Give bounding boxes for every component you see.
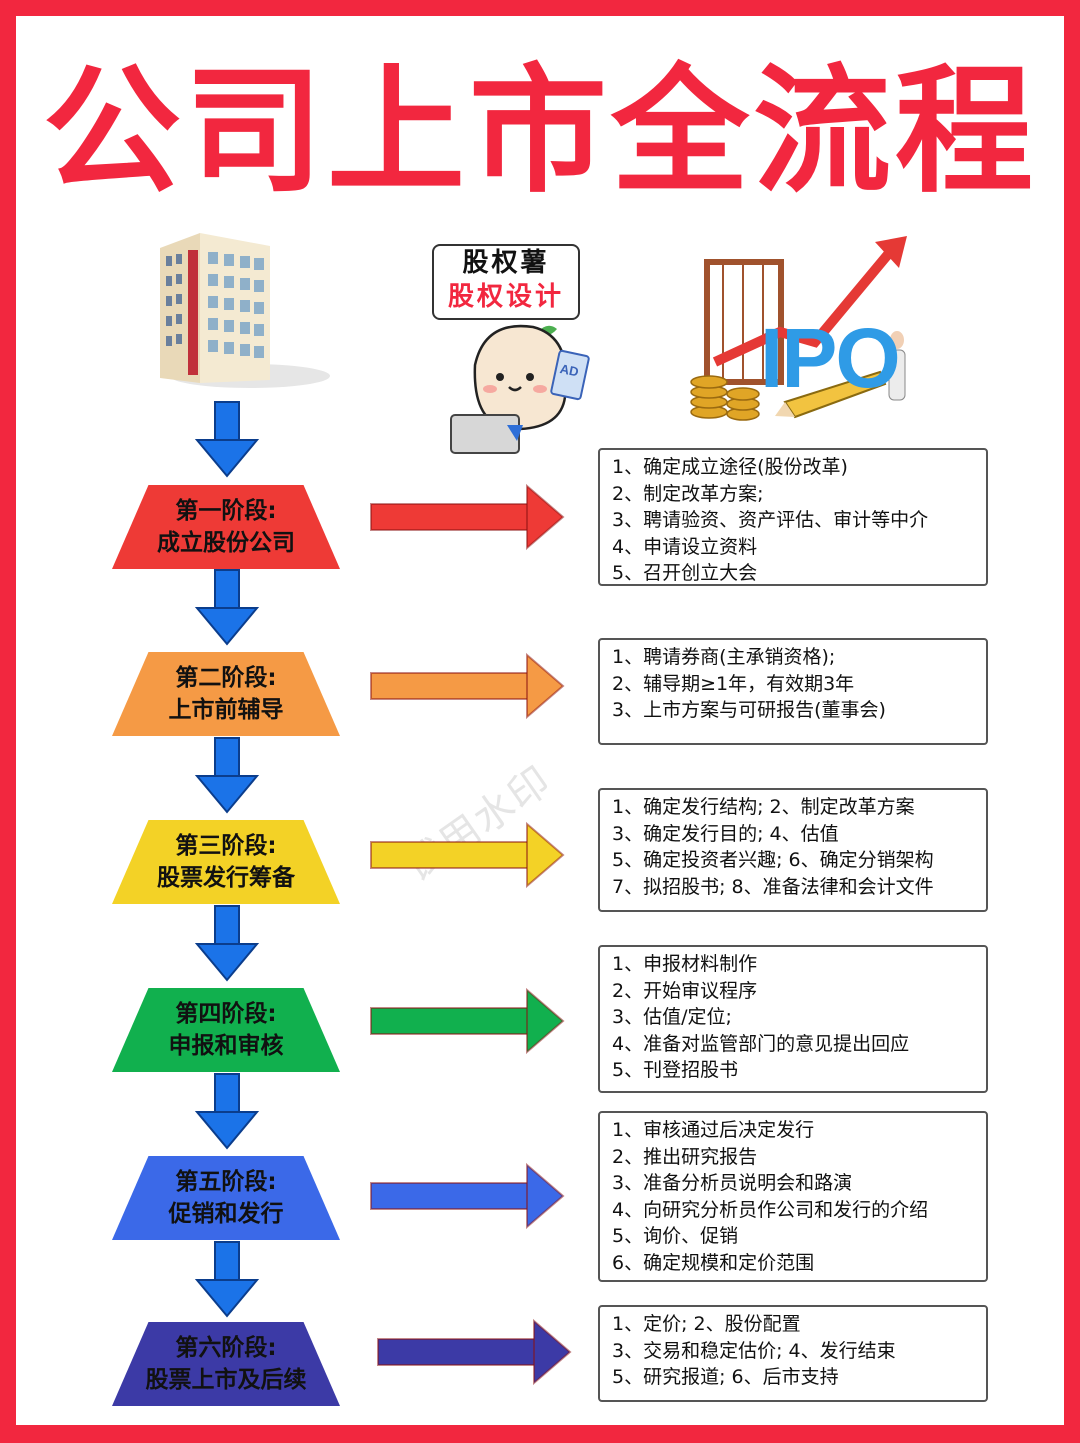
step-item: 3、上市方案与可研报告(董事会) <box>612 699 886 721</box>
ipo-label: IPO <box>760 311 901 405</box>
right-arrow-icon <box>369 820 565 894</box>
step-item: 4、申请设立资料 <box>612 535 758 558</box>
step-item: 6、确定规模和定价范围 <box>612 1251 815 1274</box>
brand-subtitle: 股权设计 <box>447 282 564 312</box>
stage-number: 第四阶段: <box>175 1001 277 1027</box>
stage-3-steps-box: 1、确定发行结构; 2、制定改革方案 3、确定发行目的; 4、估值 5、确定投资者兴… <box>598 788 988 912</box>
stage-4-label: 第四阶段: 申报和审核 <box>112 988 340 1072</box>
brand-label: 股权薯 股权设计 <box>432 244 580 320</box>
stage-number: 第二阶段: <box>175 665 277 691</box>
stage-number: 第一阶段: <box>175 498 277 524</box>
brand-name: 股权薯 <box>462 248 550 278</box>
down-arrow-icon <box>193 736 261 818</box>
right-arrow-icon <box>369 986 565 1060</box>
right-arrow-icon <box>369 1161 565 1235</box>
stage-name: 股票发行筹备 <box>157 865 295 891</box>
stage-6-label: 第六阶段: 股票上市及后续 <box>112 1322 340 1406</box>
step-item: 1、审核通过后决定发行 <box>612 1119 815 1141</box>
step-item: 5、询价、促销 <box>612 1225 739 1247</box>
right-arrow-icon <box>376 1317 572 1391</box>
step-item: 1、定价; 2、股份配置 <box>612 1313 801 1335</box>
stage-name: 申报和审核 <box>168 1033 284 1059</box>
stage-name: 上市前辅导 <box>168 697 284 723</box>
stage-5-label: 第五阶段: 促销和发行 <box>112 1156 340 1240</box>
page-title: 公司上市全流程 <box>42 51 1037 212</box>
step-item: 3、聘请验资、资产评估、审计等中介 <box>612 509 929 531</box>
stage-name: 股票上市及后续 <box>145 1367 307 1393</box>
stage-6-steps-box: 1、定价; 2、股份配置 3、交易和稳定估价; 4、发行结束 5、研究报道; 6、后… <box>598 1305 988 1402</box>
down-arrow-icon <box>193 568 261 650</box>
step-item: 3、准备分析员说明会和路演 <box>612 1172 853 1194</box>
step-item: 1、确定成立途径(股份改革) <box>612 456 848 478</box>
step-item: 2、制定改革方案; <box>612 482 764 505</box>
down-arrow-icon <box>193 400 261 482</box>
down-arrow-icon <box>193 1072 261 1154</box>
step-item: 1、申报材料制作 <box>612 953 758 975</box>
step-item: 5、确定投资者兴趣; 6、确定分销架构 <box>612 849 934 871</box>
right-arrow-icon <box>369 651 565 725</box>
step-item: 7、拟招股书; 8、准备法律和会计文件 <box>612 875 934 898</box>
step-item: 5、刊登招股书 <box>612 1059 739 1081</box>
step-item: 3、交易和稳定估价; 4、发行结束 <box>612 1339 896 1362</box>
step-item: 4、准备对监管部门的意见提出回应 <box>612 1032 910 1055</box>
step-item: 1、聘请券商(主承销资格); <box>612 646 836 668</box>
down-arrow-icon <box>193 1240 261 1322</box>
stage-3-label: 第三阶段: 股票发行筹备 <box>112 820 340 904</box>
ad-badge-text: AD <box>559 361 580 380</box>
stage-5-steps-box: 1、审核通过后决定发行 2、推出研究报告 3、准备分析员说明会和路演 4、向研究分析员… <box>598 1111 988 1282</box>
stage-number: 第六阶段: <box>175 1335 277 1361</box>
step-item: 2、开始审议程序 <box>612 979 758 1002</box>
step-item: 1、确定发行结构; 2、制定改革方案 <box>612 796 915 818</box>
step-item: 5、召开创立大会 <box>612 562 758 584</box>
office-building-illustration <box>160 233 330 388</box>
stage-name: 促销和发行 <box>168 1201 284 1227</box>
stage-number: 第五阶段: <box>175 1169 277 1195</box>
step-item: 2、辅导期≥1年，有效期3年 <box>612 672 855 695</box>
stage-2-steps-box: 1、聘请券商(主承销资格); 2、辅导期≥1年，有效期3年 3、上市方案与可研报告(… <box>598 638 988 745</box>
step-item: 2、推出研究报告 <box>612 1145 758 1168</box>
stage-number: 第三阶段: <box>175 833 277 859</box>
down-arrow-icon <box>193 904 261 986</box>
right-arrow-icon <box>369 482 565 556</box>
stage-1-label: 第一阶段: 成立股份公司 <box>112 485 340 569</box>
stage-name: 成立股份公司 <box>157 530 295 556</box>
ipo-growth-illustration <box>690 236 907 421</box>
mascot-illustration: AD <box>450 324 590 454</box>
step-item: 3、确定发行目的; 4、估值 <box>612 822 839 845</box>
step-item: 4、向研究分析员作公司和发行的介绍 <box>612 1198 929 1221</box>
stage-4-steps-box: 1、申报材料制作 2、开始审议程序 3、估值/定位; 4、准备对监管部门的意见提出回应… <box>598 945 988 1093</box>
step-item: 3、估值/定位; <box>612 1006 732 1028</box>
stage-1-steps-box: 1、确定成立途径(股份改革) 2、制定改革方案; 3、聘请验资、资产评估、审计等中介… <box>598 448 988 586</box>
stage-2-label: 第二阶段: 上市前辅导 <box>112 652 340 736</box>
step-item: 5、研究报道; 6、后市支持 <box>612 1366 839 1388</box>
